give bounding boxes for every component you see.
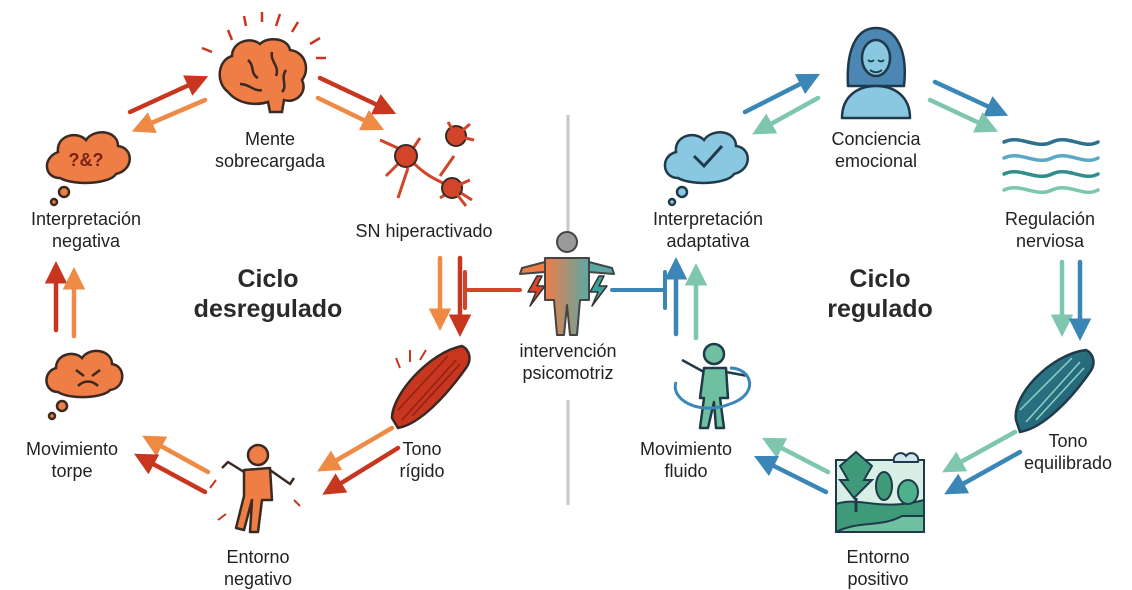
arrow-tono-to-entorno	[322, 445, 401, 495]
node-label-line1: Mente	[244, 129, 296, 149]
node-tono-rigido: Tono rígido	[399, 438, 444, 482]
arrow-entorno-to-mov-light	[142, 435, 211, 475]
right-cycle-title: Ciclo regulado	[827, 264, 933, 324]
left-title-line2: desregulado	[193, 295, 343, 323]
node-label-line2: equilibrado	[1023, 453, 1113, 473]
nature-landscape-icon	[835, 450, 925, 533]
arrow-entorno-to-mov	[753, 455, 829, 495]
right-title-line2: regulado	[827, 295, 933, 323]
fluid-movement-person-icon	[673, 342, 752, 430]
node-interpretacion-negativa: Interpretación negativa	[31, 208, 141, 252]
node-label-line1: Entorno	[846, 547, 910, 567]
muscle-relaxed-icon	[1014, 348, 1095, 434]
node-label-line1: Conciencia	[831, 129, 921, 149]
svg-text:?&?: ?&?	[69, 150, 104, 170]
node-label-line2: sobrecargada	[214, 151, 326, 171]
node-label-line1: Regulación	[1004, 209, 1096, 229]
person-intervention-icon	[519, 231, 615, 336]
node-movimiento-fluido: Movimiento fluido	[640, 438, 732, 482]
left-cycle-title: Ciclo desregulado	[194, 264, 343, 324]
arrow-mente-to-sn-light	[315, 95, 385, 131]
node-label-line2: torpe	[51, 461, 93, 481]
brain-icon	[201, 12, 326, 114]
node-label-line1: Interpretación	[30, 209, 142, 229]
arrow-tono-to-entorno-light	[942, 429, 1018, 473]
check-thought-cloud-icon	[663, 131, 749, 207]
node-entorno-positivo: Entorno positivo	[846, 546, 909, 590]
angry-cloud-icon	[45, 349, 124, 421]
node-entorno-negativo: Entorno negativo	[224, 546, 292, 590]
node-label-line2: nerviosa	[1015, 231, 1085, 251]
arrow-mente-to-sn	[317, 75, 397, 115]
arrow-mente-to-interp	[131, 97, 208, 133]
arrow-interp-to-mente	[127, 75, 209, 115]
arrow-tono-to-entorno	[944, 449, 1023, 495]
neurons-icon	[379, 121, 475, 207]
node-label-line2: positivo	[847, 569, 909, 589]
node-label-line2: fluido	[664, 461, 708, 481]
intervention-label-line1: intervención	[519, 341, 617, 361]
confused-thought-cloud-icon: ?&?	[45, 131, 131, 207]
node-label-line2: negativa	[51, 231, 121, 251]
intervention-label-line2: psicomotriz	[522, 363, 614, 383]
node-interpretacion-adaptativa: Interpretación adaptativa	[653, 208, 763, 252]
node-label-line1: Tono	[402, 439, 442, 459]
intervention-inhibitors	[463, 270, 667, 310]
arrow-conciencia-to-regulacion-light	[927, 97, 999, 133]
node-label-line1: Tono	[1048, 431, 1088, 451]
node-sn-hiperactivado: SN hiperactivado	[355, 220, 492, 242]
node-tono-equilibrado: Tono equilibrado	[1024, 430, 1112, 474]
node-movimiento-torpe: Movimiento torpe	[26, 438, 118, 482]
right-cycle-arrows	[664, 73, 1092, 495]
left-title-line1: Ciclo	[237, 265, 299, 293]
stumbling-person-icon	[209, 443, 301, 534]
arrow-conciencia-to-interp	[752, 95, 821, 135]
left-cycle-arrows	[44, 75, 472, 495]
node-label-line1: Movimiento	[639, 439, 733, 459]
arrow-entorno-to-mov-light	[762, 437, 831, 475]
right-title-line1: Ciclo	[849, 265, 911, 293]
node-label-line1: Entorno	[226, 547, 290, 567]
node-label-line2: emocional	[834, 151, 918, 171]
muscle-tense-icon	[390, 344, 471, 430]
node-regulacion-nerviosa: Regulación nerviosa	[1005, 208, 1095, 252]
waves-icon	[1002, 138, 1100, 194]
arrow-conciencia-to-regulacion	[932, 79, 1009, 117]
node-label-line2: rígido	[399, 461, 445, 481]
node-label-line1: Interpretación	[652, 209, 764, 229]
arrow-tono-to-entorno-light	[317, 425, 395, 472]
arrow-entorno-to-mov	[134, 453, 208, 495]
node-label-line1: Movimiento	[25, 439, 119, 459]
arrow-interp-to-conciencia	[742, 73, 821, 115]
node-label-line1: SN hiperactivado	[355, 221, 493, 241]
intervention-label: intervención psicomotriz	[519, 340, 616, 384]
node-mente-sobrecargada: Mente sobrecargada	[215, 128, 325, 172]
node-label-line2: negativo	[223, 569, 293, 589]
node-label-line2: adaptativa	[666, 231, 750, 251]
calm-woman-icon	[840, 26, 912, 120]
node-conciencia-emocional: Conciencia emocional	[831, 128, 920, 172]
